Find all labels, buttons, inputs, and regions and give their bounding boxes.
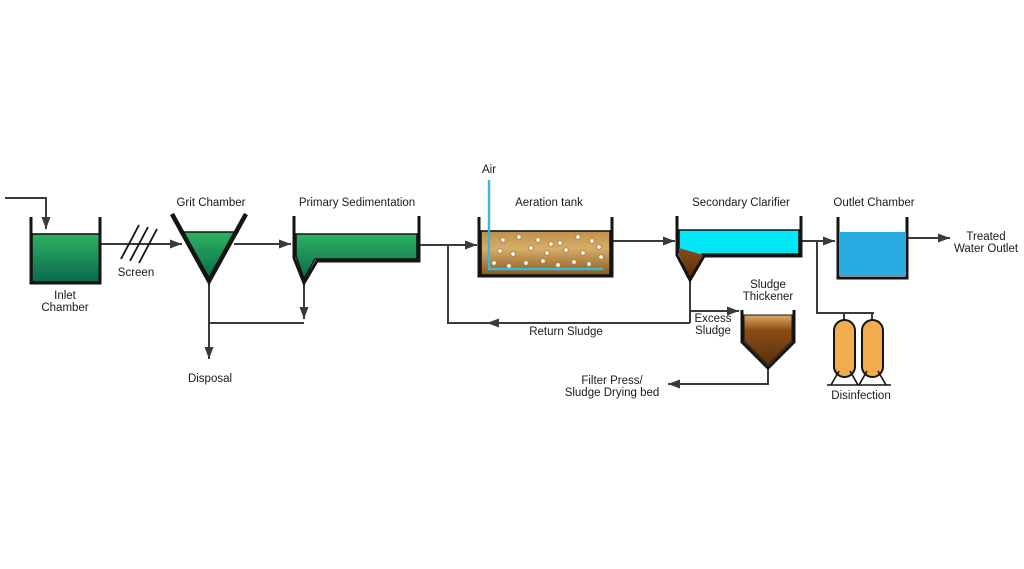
air-bubble xyxy=(580,250,586,256)
air-bubble xyxy=(506,263,512,269)
air-bubble xyxy=(535,237,541,243)
label-excess-sludge-1: Excess xyxy=(694,313,732,325)
air-bubble xyxy=(575,234,581,240)
disinfection-unit xyxy=(827,319,891,386)
air-bubble xyxy=(589,238,595,244)
air-bubble xyxy=(598,254,604,260)
label-screen: Screen xyxy=(117,267,155,279)
label-excess-sludge-2: Sludge xyxy=(695,325,731,337)
return-sludge-riser xyxy=(447,246,488,324)
outlet-chamber-water xyxy=(840,232,905,276)
aeration-tank-walls xyxy=(477,217,614,278)
label-primary-sedimentation: Primary Sedimentation xyxy=(298,197,416,209)
air-pipe xyxy=(487,180,603,271)
secondary-clarifier-walls xyxy=(675,216,803,284)
outlet-chamber-tank xyxy=(836,217,909,280)
label-aeration-tank: Aeration tank xyxy=(515,197,583,209)
label-outlet-chamber: Outlet Chamber xyxy=(833,197,915,209)
air-bubble xyxy=(523,260,529,266)
label-grit-chamber: Grit Chamber xyxy=(176,197,246,209)
air-bubble xyxy=(540,258,546,264)
sludge-thickener-fill xyxy=(743,314,793,366)
air-bubble xyxy=(555,262,561,268)
screen-bar-1 xyxy=(120,224,140,260)
disinfection-branch-line xyxy=(816,241,874,314)
screen-bar-2 xyxy=(129,226,149,262)
label-sludge-thickener-1: Sludge xyxy=(750,279,786,291)
air-bubble xyxy=(563,247,569,253)
screen-bar-3 xyxy=(138,228,158,264)
air-bubble xyxy=(500,237,506,243)
primary-sedimentation-walls xyxy=(292,216,421,287)
inlet-chamber-walls xyxy=(29,217,102,285)
label-treated-water-1: Treated xyxy=(966,231,1006,243)
air-bubble xyxy=(491,260,497,266)
grit-chamber-walls xyxy=(170,212,248,286)
secondary-clarifier-tank xyxy=(675,216,803,284)
disinfection-cylinder-1 xyxy=(833,319,856,378)
sludge-thickener-walls xyxy=(740,310,796,371)
inlet-chamber-water xyxy=(31,233,101,283)
stand-leg xyxy=(877,370,887,386)
cylinder-stands xyxy=(827,370,891,386)
label-inlet-chamber-2: Chamber xyxy=(41,302,89,314)
air-bubble xyxy=(548,241,554,247)
air-bubble xyxy=(596,244,602,250)
stand-leg xyxy=(830,370,840,386)
label-return-sludge: Return Sludge xyxy=(529,326,603,338)
aeration-tank xyxy=(477,180,614,278)
sludge-thickener-tank xyxy=(740,310,796,371)
grit-chamber-water xyxy=(178,231,240,281)
label-disposal: Disposal xyxy=(187,373,233,385)
inlet-chamber-tank xyxy=(29,217,102,285)
air-bubble xyxy=(510,251,516,257)
stand-leg xyxy=(858,370,868,386)
outlet-chamber-walls xyxy=(836,217,909,280)
air-bubble xyxy=(516,234,522,240)
flow-lines xyxy=(5,197,950,389)
label-filter-press-1: Filter Press/ xyxy=(581,375,643,387)
air-bubble xyxy=(528,245,534,251)
air-bubble xyxy=(571,259,577,265)
label-inlet-chamber-1: Inlet xyxy=(54,290,76,302)
air-bubble xyxy=(497,248,503,254)
secondary-clarifier-sludge xyxy=(679,248,703,277)
primary-sedimentation-water xyxy=(295,233,418,281)
stand-leg xyxy=(849,370,859,386)
air-bubble xyxy=(544,250,550,256)
grit-chamber-tank xyxy=(170,212,248,286)
primary-sedimentation-tank xyxy=(292,216,421,287)
label-air: Air xyxy=(481,164,497,176)
air-bubble xyxy=(586,261,592,267)
label-filter-press-2: Sludge Drying bed xyxy=(564,387,660,399)
label-sludge-thickener-2: Thickener xyxy=(742,291,794,303)
label-secondary-clarifier: Secondary Clarifier xyxy=(692,197,790,209)
raw-inflow-line xyxy=(5,197,51,229)
screen-bars xyxy=(120,224,158,264)
label-treated-water-2: Water Outlet xyxy=(953,243,1019,255)
disinfection-cylinder-2 xyxy=(861,319,884,378)
filter-press-line xyxy=(668,367,769,389)
air-bubble xyxy=(557,240,563,246)
label-disinfection: Disinfection xyxy=(831,390,891,402)
aeration-bubbles xyxy=(491,234,604,269)
